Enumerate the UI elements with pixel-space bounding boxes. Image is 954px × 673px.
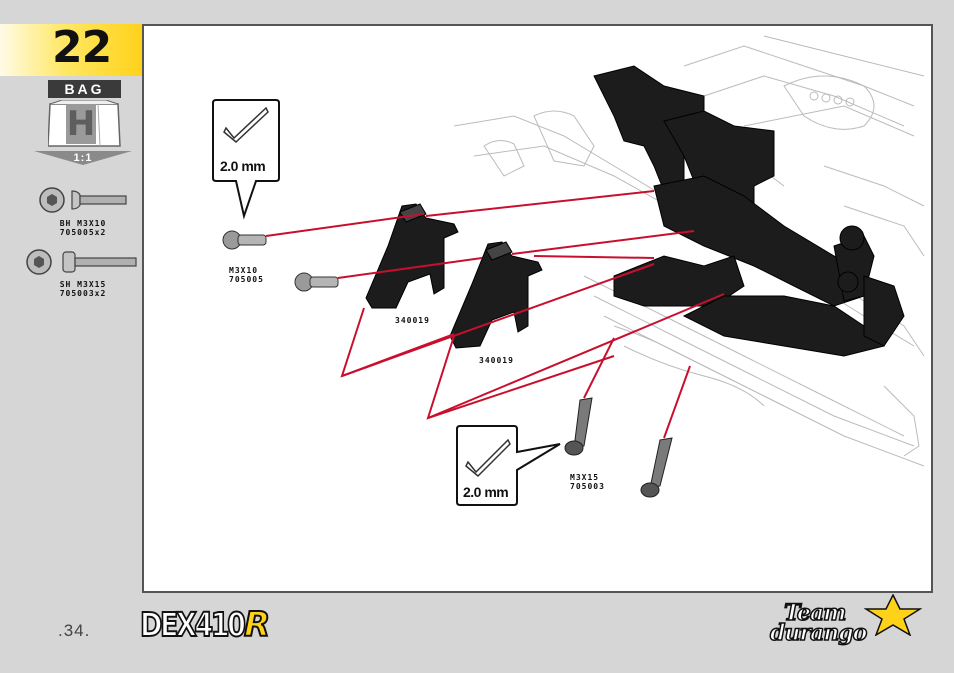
hex-key-icon [465,438,511,478]
step-number: 22 [52,22,112,73]
tool-bottom-size: 2.0 mm [463,484,509,500]
screw-bottom-size: M3X15 [570,473,600,482]
page-number: .34. [58,621,91,640]
mount-340019-a [365,203,459,309]
product-logo-text: DEX410 [139,605,247,645]
button-head-screw-icon [39,187,127,213]
brand-logo: Team durango [768,594,928,650]
socket-head-screw-icon [26,249,137,275]
step-number-box [0,24,142,76]
bag-letter: H [66,104,96,144]
screw-top-code: 705005 [229,275,264,284]
scale-label: 1:1 [73,152,93,164]
screw-m3x15-b [640,437,673,498]
screw-m3x15-a [564,397,593,456]
tool-top-size: 2.0 mm [220,158,266,174]
hardware-bh-label: BH M3X10 705005x2 [48,219,118,237]
bag-label: BAG [48,80,121,98]
scale-arrow [34,151,132,165]
part-a-label: 340019 [395,316,430,325]
screw-m3x10-b [294,272,339,292]
screw-bottom-label: M3X15 705003 [570,473,605,491]
brand-line1: Team [783,599,847,627]
part-b-label: 340019 [479,356,514,365]
brand-line2: durango [769,619,868,647]
hex-key-callout-top [212,99,280,220]
hardware-bh-code: 705005x2 [59,228,107,237]
star-icon [864,594,922,636]
hardware-sh-code: 705003x2 [59,289,107,298]
assembly-diagram [222,35,925,498]
product-logo: DEX410 R [139,605,280,646]
bulkhead-assembly [593,65,905,357]
screw-bottom-code: 705003 [570,482,605,491]
hex-key-icon [223,106,269,144]
product-logo-suffix: R [243,605,271,645]
hardware-sh-label: SH M3X15 705003x2 [46,280,120,298]
hardware-bh-name: BH M3X10 [59,219,107,228]
screw-top-size: M3X10 [229,266,259,275]
callout-lines [265,190,725,439]
screw-top-label: M3X10 705005 [229,266,264,284]
screw-m3x10-a [222,230,267,250]
hex-key-callout-bottom [456,425,561,506]
hardware-sh-name: SH M3X15 [59,280,107,289]
